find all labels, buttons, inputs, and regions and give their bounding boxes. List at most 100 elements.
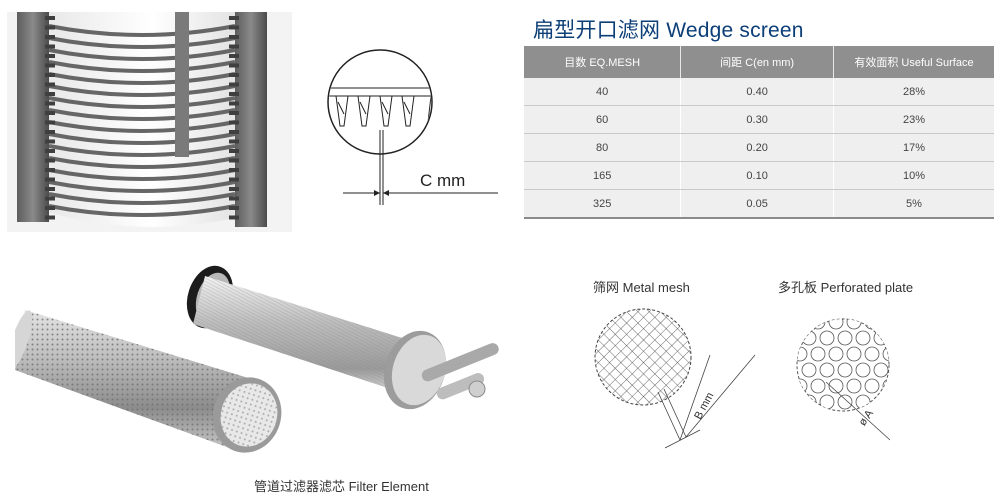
cell-mesh: 165 bbox=[524, 161, 682, 190]
wire-tooth bbox=[45, 111, 55, 115]
cell-surface: 17% bbox=[833, 133, 994, 162]
wire-tooth bbox=[45, 82, 55, 87]
table-header-row: 目数 EQ.MESH 间距 C(en mm) 有效面积 Useful Surfa… bbox=[524, 46, 994, 78]
perforation-hole bbox=[819, 394, 835, 410]
wire-tooth bbox=[45, 149, 55, 153]
wire-tooth bbox=[229, 120, 239, 125]
perforation-hole bbox=[828, 378, 844, 394]
cell-surface: 5% bbox=[833, 189, 994, 219]
wire-tooth bbox=[229, 44, 239, 49]
perforated-plate-label: 多孔板 Perforated plate bbox=[778, 280, 914, 295]
perforation-hole bbox=[810, 319, 826, 330]
perforation-hole bbox=[910, 395, 924, 409]
wire-tooth bbox=[229, 177, 239, 182]
header-mesh: 目数 EQ.MESH bbox=[524, 46, 682, 78]
perforation-hole bbox=[864, 319, 880, 330]
wire-tooth bbox=[229, 35, 239, 39]
header-surface: 有效面积 Useful Surface bbox=[833, 46, 994, 78]
perforation-hole bbox=[892, 395, 906, 409]
table-row: 80 0.20 17% bbox=[524, 133, 994, 162]
wire-strand bbox=[48, 168, 236, 181]
filter-element-photo bbox=[15, 265, 499, 453]
wire-strand bbox=[48, 108, 236, 121]
spec-table: 目数 EQ.MESH 间距 C(en mm) 有效面积 Useful Surfa… bbox=[524, 46, 994, 219]
perforation-hole bbox=[864, 346, 880, 362]
cell-surface: 10% bbox=[833, 161, 994, 190]
wire-strand bbox=[48, 84, 236, 97]
wire-strand bbox=[48, 36, 236, 49]
cell-mesh: 60 bbox=[524, 105, 682, 134]
cell-surface: 23% bbox=[833, 105, 994, 134]
wire-strand bbox=[48, 48, 236, 61]
perforation-hole bbox=[901, 347, 915, 361]
wire-strand bbox=[48, 72, 236, 85]
wire-tooth bbox=[229, 111, 239, 115]
perforation-hole bbox=[901, 411, 915, 425]
wire-tooth bbox=[45, 187, 55, 191]
perforation-hole bbox=[882, 346, 889, 362]
perforation-hole bbox=[864, 378, 880, 394]
wire-tooth bbox=[45, 25, 55, 30]
wire-strand bbox=[48, 132, 236, 145]
wire-tooth bbox=[45, 54, 55, 58]
wire-tooth bbox=[229, 130, 239, 134]
header-gap: 间距 C(en mm) bbox=[680, 46, 834, 78]
wire-tooth bbox=[229, 149, 239, 153]
wire-tooth bbox=[45, 92, 55, 96]
wire-strand bbox=[48, 96, 236, 109]
wire-tooth bbox=[229, 25, 239, 30]
cell-gap: 0.10 bbox=[680, 161, 834, 190]
perforation-hole bbox=[810, 378, 826, 394]
perforation-hole bbox=[828, 319, 844, 330]
wire-tooth bbox=[229, 63, 239, 68]
perforation-hole bbox=[801, 394, 817, 410]
perforation-hole bbox=[882, 378, 889, 394]
wire-tooth bbox=[45, 168, 55, 172]
perforation-hole bbox=[828, 410, 844, 411]
cell-mesh: 325 bbox=[524, 189, 682, 219]
perforation-hole bbox=[801, 362, 817, 378]
perforation-hole bbox=[837, 362, 853, 378]
wire-strand bbox=[48, 156, 236, 169]
wire-strand bbox=[48, 180, 236, 193]
cell-gap: 0.40 bbox=[680, 78, 834, 106]
perforation-hole bbox=[892, 363, 906, 377]
wedge-gap-detail-diagram bbox=[327, 49, 498, 205]
gap-label: C mm bbox=[420, 171, 466, 190]
wire-tooth bbox=[45, 16, 55, 20]
cell-gap: 0.30 bbox=[680, 105, 834, 134]
perforation-hole bbox=[837, 330, 853, 346]
wire-tooth bbox=[229, 82, 239, 87]
wire-strand bbox=[48, 60, 236, 73]
wire-tooth bbox=[229, 101, 239, 106]
perforation-hole bbox=[810, 410, 826, 411]
perforation-hole bbox=[846, 378, 862, 394]
perforation-hole bbox=[828, 346, 844, 362]
perforation-hole bbox=[910, 331, 924, 345]
wire-strand bbox=[48, 120, 236, 133]
metal-mesh-diagram bbox=[594, 308, 756, 449]
wire-tooth bbox=[229, 206, 239, 210]
wire-tooth bbox=[229, 73, 239, 77]
wire-tooth bbox=[45, 158, 55, 163]
perforation-hole bbox=[837, 394, 853, 410]
wire-strand bbox=[48, 204, 236, 217]
wire-tooth bbox=[229, 215, 239, 220]
perforation-hole bbox=[819, 330, 835, 346]
perforation-hole bbox=[901, 315, 915, 329]
wire-tooth bbox=[229, 158, 239, 163]
perforation-hole bbox=[855, 362, 871, 378]
perforation-hole bbox=[873, 362, 889, 378]
wire-tooth bbox=[45, 44, 55, 49]
wire-tooth bbox=[229, 196, 239, 201]
wire-strand bbox=[48, 192, 236, 205]
perforation-hole bbox=[801, 330, 817, 346]
perforation-hole bbox=[882, 319, 889, 330]
wire-tooth bbox=[229, 92, 239, 96]
table-row: 40 0.40 28% bbox=[524, 78, 994, 106]
cell-mesh: 40 bbox=[524, 78, 682, 106]
wire-tooth bbox=[45, 196, 55, 201]
wire-tooth bbox=[229, 139, 239, 144]
wire-tooth bbox=[45, 130, 55, 134]
wire-tooth bbox=[45, 120, 55, 125]
